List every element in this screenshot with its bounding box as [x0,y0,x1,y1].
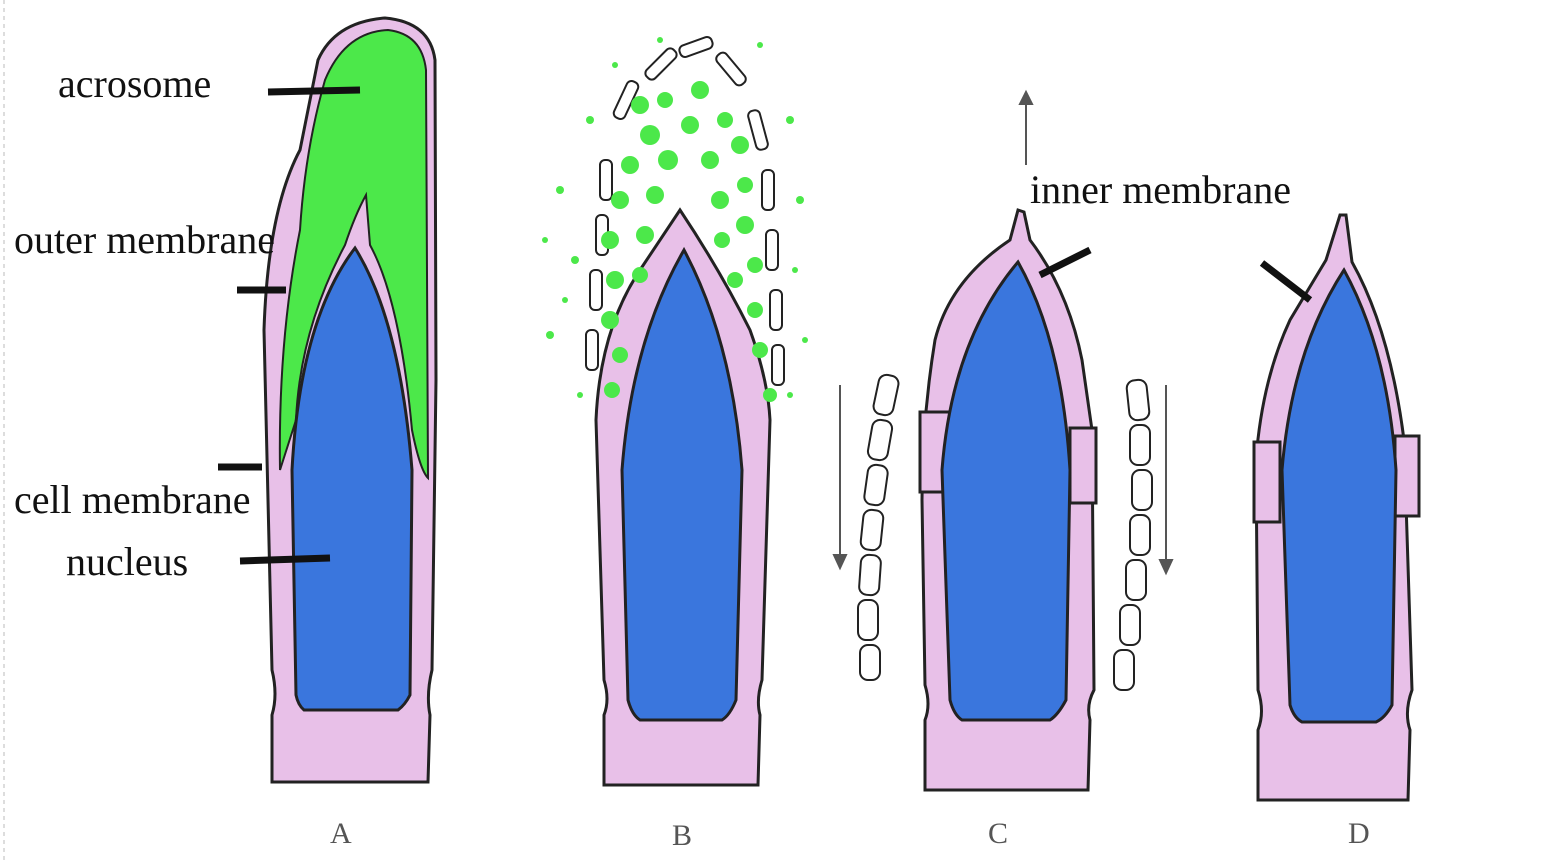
acrosome-leader [268,90,360,92]
released-vesicles-right [1114,379,1152,690]
stage-d-sperm-head [1254,215,1419,800]
panel-label-d: D [1348,818,1370,850]
nucleus-label: nucleus [66,540,188,584]
inner-membrane-label: inner membrane [1030,168,1291,212]
inner-membrane-leader-c [1040,250,1090,275]
panel-label-b: B [672,820,692,852]
released-vesicles-left [858,373,900,680]
inner-membrane-leader-d [1262,263,1310,300]
stage-c-sperm-head [920,210,1096,790]
cell-membrane-label: cell membrane [14,478,251,522]
panel-label-a: A [330,818,352,850]
nucleus-leader [240,558,330,561]
acrosome-label: acrosome [58,62,211,106]
panel-label-c: C [988,818,1008,850]
stage-a-sperm-head [264,18,436,782]
stage-b-sperm-head [542,36,808,785]
outer-membrane-label: outer membrane [14,218,275,262]
